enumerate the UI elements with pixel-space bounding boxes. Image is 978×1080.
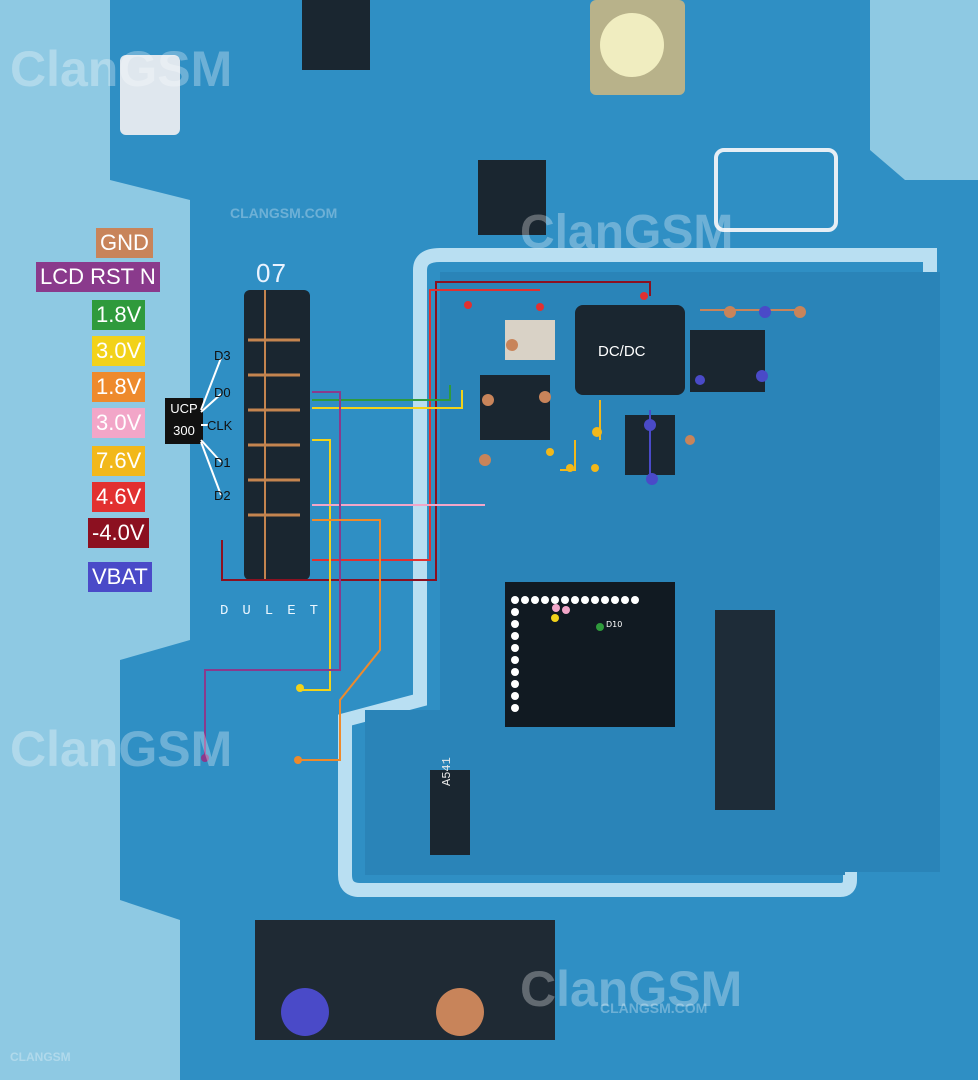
pin-d2: D2 — [214, 488, 231, 503]
pin-d3: D3 — [214, 348, 231, 363]
silkscreen-text: DULET — [220, 603, 333, 619]
dcdc-label: DC/DC — [598, 343, 646, 360]
vbat-pad — [281, 988, 329, 1036]
legend-minus-4-0v: -4.0V — [88, 518, 149, 548]
legend-7-6v: 7.6V — [92, 446, 146, 476]
legend-3-0v-b: 3.0V — [92, 408, 146, 438]
legend-vbat: VBAT — [88, 562, 152, 592]
legend-1-8v-b: 1.8V — [92, 372, 146, 402]
ucp-line1: UCP — [170, 401, 198, 416]
legend-1-8v: 1.8V — [92, 300, 146, 330]
legend-4-6v: 4.6V — [92, 482, 146, 512]
gnd-pad — [436, 988, 484, 1036]
d10-label: D10 — [606, 620, 623, 629]
pin-d1: D1 — [214, 455, 231, 470]
legend-3-0v: 3.0V — [92, 336, 146, 366]
ucp-box: UCP 300 — [165, 398, 203, 444]
lcd-connector — [244, 290, 310, 580]
connector-label: 07 — [256, 258, 287, 288]
dcdc-chip — [575, 305, 685, 395]
ucp-line2: 300 — [173, 423, 195, 438]
legend-lcd-rst: LCD RST N — [36, 262, 160, 292]
pin-d0: D0 — [214, 385, 231, 400]
chip-marking: A541 — [440, 757, 454, 786]
ucp-leads — [200, 357, 222, 496]
legend-gnd: GND — [96, 228, 153, 258]
pin-clk: CLK — [207, 418, 233, 433]
main-ic — [505, 582, 675, 727]
